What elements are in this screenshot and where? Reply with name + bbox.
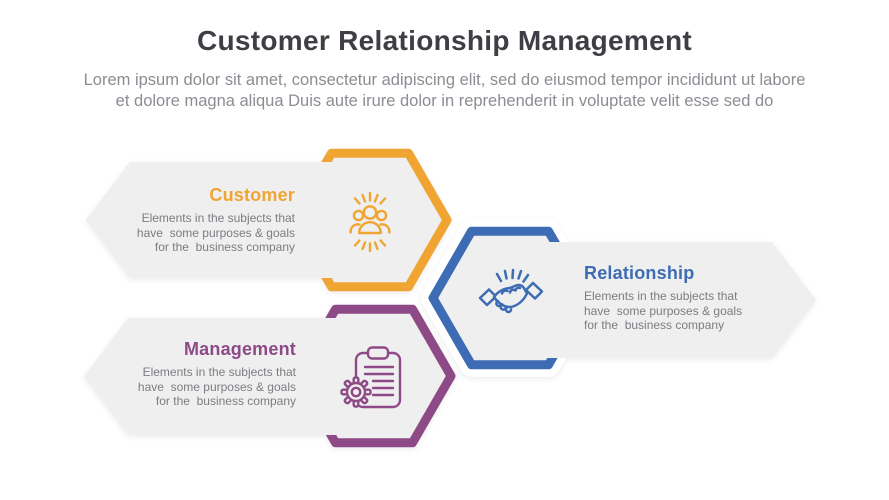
relationship-shape-group	[421, 219, 816, 377]
page-subtitle: Lorem ipsum dolor sit amet, consectetur …	[83, 71, 806, 110]
relationship-banner	[480, 242, 816, 358]
management-card-title: Management	[183, 339, 296, 359]
customer-card-title: Customer	[209, 185, 295, 205]
relationship-card-text: Relationship Elements in the subjects th…	[584, 262, 834, 333]
management-card-description: Elements in the subjects that have some …	[137, 365, 296, 409]
management-shape-group	[84, 304, 456, 448]
customer-banner	[86, 162, 400, 278]
team-icon	[349, 191, 391, 253]
clipboard-gear-icon	[340, 346, 402, 409]
management-banner	[84, 318, 400, 435]
customer-shape-group	[86, 148, 452, 292]
page-title: Customer Relationship Management	[196, 25, 692, 56]
relationship-card-description: Elements in the subjects that have some …	[584, 289, 743, 333]
customer-card-text: Customer Elements in the subjects that h…	[60, 184, 295, 255]
handshake-icon	[478, 268, 544, 314]
management-card-text: Management Elements in the subjects that…	[61, 338, 296, 409]
customer-card-description: Elements in the subjects that have some …	[136, 211, 295, 255]
relationship-card-title: Relationship	[584, 263, 695, 283]
